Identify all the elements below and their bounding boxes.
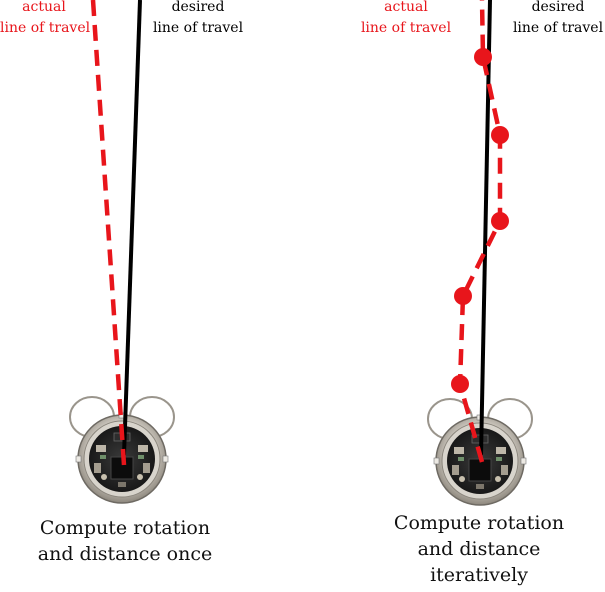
desired-label-once: desired line of travel [148, 0, 248, 39]
actual-line-once [90, 0, 127, 466]
actual-label-once: actual line of travel [0, 0, 91, 39]
actual-label-line-1: actual [384, 0, 428, 15]
desired-label-line-2: line of travel [512, 20, 604, 36]
panel-iterative [427, 0, 533, 506]
panel-once [69, 0, 175, 504]
caption-line-1: Compute rotation [393, 512, 565, 534]
actual-label-line-2: line of travel [360, 20, 452, 36]
caption-line-1: Compute rotation [39, 517, 211, 539]
waypoint-2 [454, 287, 472, 305]
waypoint-1 [451, 375, 469, 393]
waypoint-5 [474, 48, 492, 66]
actual-label-line-1: actual [22, 0, 66, 15]
desired-label-line-1: desired [171, 0, 225, 15]
desired-label-line-2: line of travel [152, 20, 244, 36]
actual-path-iterative [457, 0, 503, 463]
desired-line-iterative [479, 0, 492, 456]
caption-once: Compute rotation and distance once [20, 515, 230, 567]
desired-label-line-1: desired [531, 0, 585, 15]
caption-line-2: and distance [417, 538, 541, 560]
caption-line-3: iteratively [430, 564, 528, 586]
caption-iterative: Compute rotation and distance iterativel… [370, 510, 588, 588]
actual-label-iterative: actual line of travel [350, 0, 462, 39]
caption-line-2: and distance once [37, 543, 213, 565]
desired-line-once [122, 0, 142, 456]
waypoint-3 [491, 212, 509, 230]
waypoint-4 [491, 126, 509, 144]
actual-label-line-2: line of travel [0, 20, 91, 36]
desired-label-iterative: desired line of travel [508, 0, 605, 39]
